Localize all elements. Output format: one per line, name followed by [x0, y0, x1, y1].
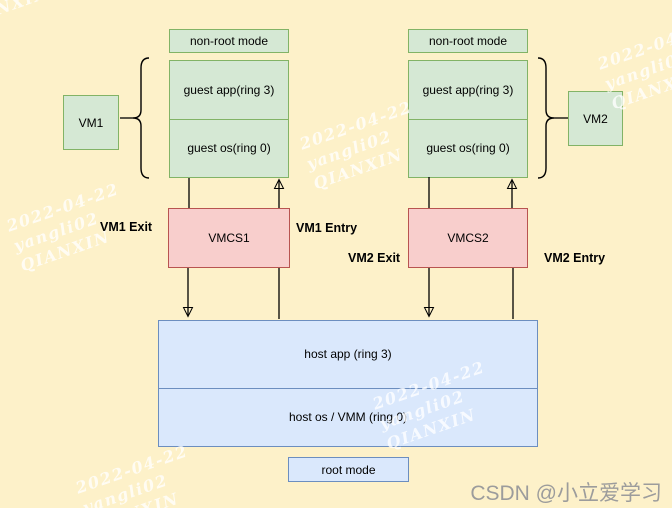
- vm2-nonroot-mode-box: non-root mode: [408, 29, 528, 53]
- vm2-box: VM2: [568, 91, 623, 146]
- watermark-date: 2022-04-22: [73, 441, 191, 498]
- vm1-brace: [132, 57, 150, 179]
- vm1-nonroot-mode-box: non-root mode: [169, 29, 289, 53]
- vm2-exit-label: VM2 Exit: [348, 251, 401, 265]
- vm2-guest-os-label: guest os(ring 0): [426, 141, 510, 156]
- vmcs1-box: VMCS1: [168, 208, 290, 268]
- host-app-label: host app (ring 3): [304, 347, 392, 362]
- host-os-vmm-label: host os / VMM (ring 0): [288, 410, 408, 425]
- vm2-entry-label: VM2 Entry: [544, 251, 606, 265]
- vm1-guest-os-box: guest os(ring 0): [170, 118, 288, 177]
- vm2-brace: [537, 57, 555, 179]
- root-mode-label: root mode: [321, 462, 376, 477]
- host-stack: host app (ring 3) host os / VMM (ring 0): [158, 320, 538, 447]
- watermark-date: 2022-04-22: [297, 97, 415, 154]
- diagonal-watermark: 2022-04-22 yangli02 QIANXIN: [0, 0, 73, 32]
- vmcs2-box: VMCS2: [408, 208, 528, 268]
- vm1-guest-app-label: guest app(ring 3): [183, 82, 275, 97]
- vmcs1-label: VMCS1: [208, 231, 250, 245]
- root-mode-box: root mode: [288, 457, 409, 482]
- vm1-entry-label: VM1 Entry: [296, 221, 358, 235]
- host-os-vmm-box: host os / VMM (ring 0): [159, 387, 537, 446]
- watermark-user: yangli02: [80, 470, 171, 508]
- watermark-user: yangli02: [0, 0, 66, 12]
- watermark-user: yangli02: [304, 126, 395, 174]
- vm1-box: VM1: [63, 95, 119, 150]
- vm2-nonroot-mode-label: non-root mode: [428, 34, 508, 48]
- vmcs2-label: VMCS2: [447, 231, 489, 245]
- csdn-watermark: CSDN @小立爱学习: [470, 482, 662, 505]
- vm1-guest-os-label: guest os(ring 0): [187, 141, 271, 156]
- watermark-org: QIANXIN: [87, 481, 204, 508]
- vm2-guest-app-label: guest app(ring 3): [422, 82, 514, 97]
- watermark-date: 2022-04-22: [595, 17, 672, 74]
- vm2-label: VM2: [583, 111, 608, 126]
- vm1-label: VM1: [78, 115, 104, 130]
- vm2-guest-app-box: guest app(ring 3): [409, 61, 527, 119]
- diagonal-watermark: 2022-04-22 yangli02 QIANXIN: [73, 441, 203, 508]
- host-app-box: host app (ring 3): [159, 321, 537, 388]
- watermark-user: yangli02: [602, 46, 672, 94]
- vm1-nonroot-mode-label: non-root mode: [189, 34, 269, 48]
- vm1-guest-app-box: guest app(ring 3): [170, 61, 288, 119]
- vm2-guest-stack: guest app(ring 3) guest os(ring 0): [408, 60, 528, 178]
- vm1-guest-stack: guest app(ring 3) guest os(ring 0): [169, 60, 289, 178]
- vm1-exit-label: VM1 Exit: [100, 220, 153, 234]
- watermark-org: QIANXIN: [0, 0, 52, 32]
- vm2-guest-os-box: guest os(ring 0): [409, 118, 527, 177]
